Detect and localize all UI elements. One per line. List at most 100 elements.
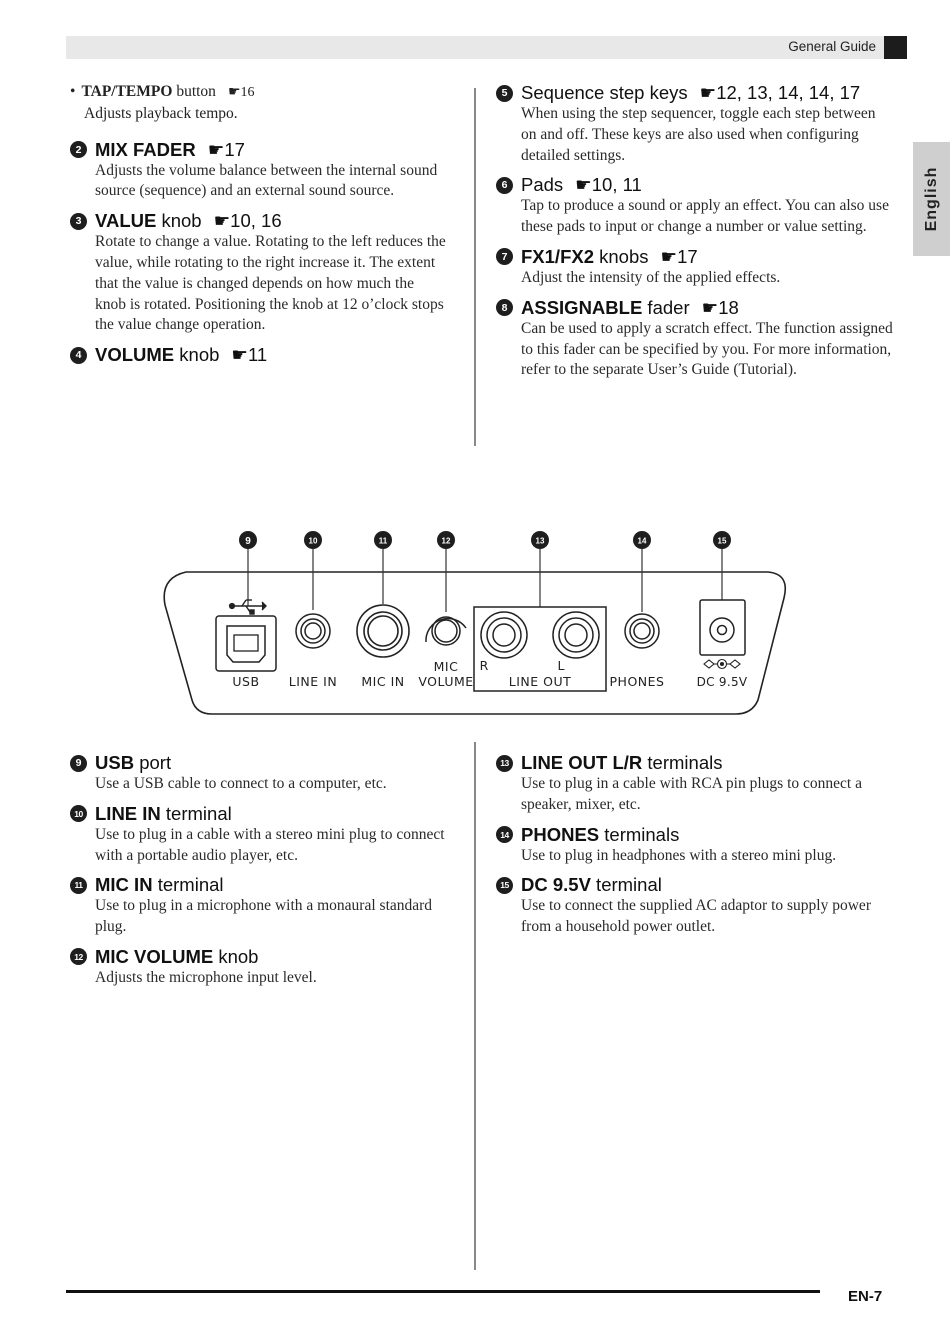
page-reference: ☛10, 16 — [213, 210, 282, 232]
item-description: Use to plug in a microphone with a monau… — [95, 897, 433, 936]
tap-tempo-desc: Adjusts playback tempo. — [84, 104, 238, 122]
item-title-bold: VALUE — [95, 210, 157, 232]
callout-11-label: 11 — [379, 537, 388, 546]
item-number-badge: 6 — [496, 176, 513, 194]
item-title-bold: LINE OUT L/R — [521, 752, 643, 773]
section-heading: 12 MIC VOLUME knob — [68, 946, 448, 968]
column-divider-bottom — [474, 742, 476, 1270]
mic-volume-knob — [425, 616, 467, 646]
page-reference: ☛10, 11 — [575, 174, 642, 196]
item-number-badge: 10 — [70, 805, 87, 823]
item-number-badge: 5 — [496, 84, 513, 102]
callout-15-label: 15 — [718, 537, 727, 546]
item-title-rest: port — [134, 752, 172, 773]
item-description: Adjust the intensity of the applied effe… — [521, 268, 781, 286]
mic-in-jack — [356, 604, 410, 658]
item-description: Can be used to apply a scratch effect. T… — [521, 319, 893, 379]
line-out-l-label: L — [558, 658, 565, 673]
item-title-bold: PHONES — [521, 823, 600, 845]
dc-label: DC 9.5V — [697, 675, 748, 689]
language-tab — [913, 142, 950, 256]
page-reference: ☛11 — [231, 344, 268, 366]
tap-tempo-name: TAP/TEMPO — [81, 83, 173, 100]
item-number-badge: 7 — [496, 248, 513, 266]
usb-symbol-icon — [228, 599, 267, 615]
item-title-rest: knob — [174, 344, 220, 366]
item-title-rest: Pads — [521, 174, 564, 196]
callout-13 — [531, 531, 549, 549]
page-number: EN-7 — [848, 1288, 883, 1305]
callout-9 — [239, 531, 257, 549]
callout-12-label: 12 — [442, 537, 451, 546]
tap-tempo-rest: button — [172, 83, 216, 100]
item-number-badge: 12 — [70, 948, 87, 966]
item-title-bold: USB — [95, 752, 135, 773]
item-title-rest: knob — [213, 945, 259, 967]
item-title-rest: terminals — [642, 752, 723, 773]
item-title-rest: terminal — [152, 874, 224, 896]
line-in-jack — [295, 613, 331, 649]
page-reference: ☛17 — [660, 245, 698, 267]
callout-9-label: 9 — [245, 536, 251, 547]
header-bar — [66, 36, 884, 59]
page-reference: ☛17 — [207, 138, 245, 160]
footer-rule — [66, 1290, 820, 1293]
callout-14 — [633, 531, 651, 549]
item-title-rest: fader — [642, 296, 690, 318]
line-out-label: LINE OUT — [509, 674, 572, 689]
item-title-bold: MIC VOLUME — [95, 945, 214, 967]
item-number-badge: 11 — [70, 876, 87, 894]
mic-volume-label-2: VOLUME — [418, 674, 473, 689]
callout-14-label: 14 — [638, 537, 647, 546]
header-block — [884, 36, 907, 59]
item-title-rest: knobs — [594, 245, 649, 267]
item-number-badge: 8 — [496, 299, 513, 317]
phones-label: PHONES — [610, 674, 665, 689]
item-number-badge: 2 — [70, 141, 87, 159]
header-title: General Guide — [788, 39, 876, 54]
section-heading: 11 MIC IN terminal — [68, 874, 448, 896]
page-reference: ☛12, 13, 14, 14, 17 — [699, 82, 861, 103]
callout-10-label: 10 — [309, 537, 318, 546]
item-title-bold: MIX FADER — [95, 138, 196, 160]
usb-port — [215, 599, 277, 672]
item-description: Adjusts the volume balance between the i… — [95, 161, 438, 200]
item-title-rest: terminals — [599, 823, 680, 845]
callout-11 — [374, 531, 392, 549]
page-reference: ☛18 — [701, 296, 739, 318]
callout-markers: 9 10 11 12 13 14 15 — [239, 531, 731, 549]
item-title-rest: Sequence step keys — [521, 82, 688, 103]
item-number-badge: 4 — [70, 346, 87, 364]
item-title-bold: MIC IN — [95, 874, 153, 896]
line-in-label: LINE IN — [289, 674, 337, 689]
dc-jack — [699, 599, 746, 656]
item-number-badge: 13 — [496, 754, 513, 772]
item-description: Adjusts the microphone input level. — [95, 968, 317, 986]
panel-outline — [163, 571, 787, 715]
upper-left-column: •TAP/TEMPO button☛16 Adjusts playback te… — [68, 82, 448, 374]
dc-polarity-icon — [703, 658, 741, 670]
column-divider-top — [474, 88, 476, 446]
item-number-badge: 3 — [70, 212, 87, 230]
item-description: Use a USB cable to connect to a computer… — [95, 775, 387, 792]
section-heading: 13 LINE OUT L/R terminals — [494, 752, 894, 774]
